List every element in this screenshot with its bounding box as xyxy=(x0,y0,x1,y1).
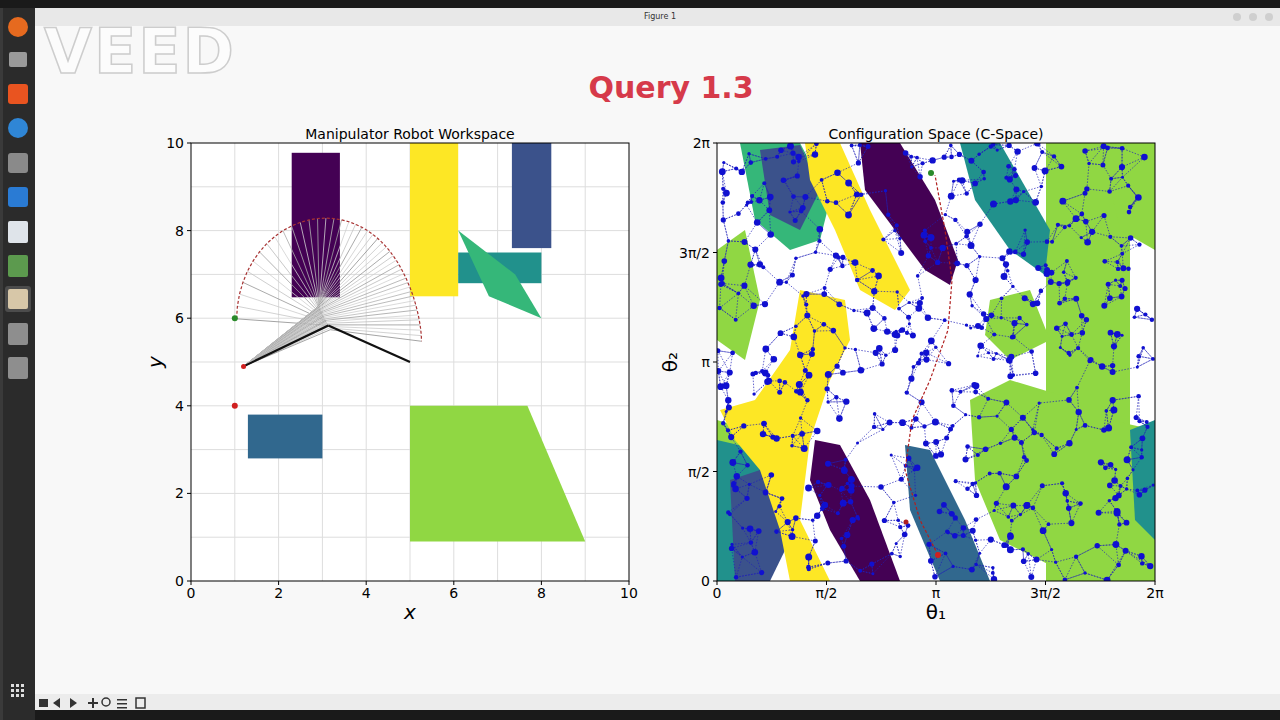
x-tick-label: 4 xyxy=(362,585,371,601)
y-tick-label: 4 xyxy=(175,398,184,414)
plot-title: Manipulator Robot Workspace xyxy=(305,126,515,142)
theta1-tick-label: π xyxy=(932,585,940,601)
y-tick-label: 2 xyxy=(175,485,184,501)
slide-title: Query 1.3 xyxy=(588,71,753,106)
theta1-tick-label: π/2 xyxy=(815,585,837,601)
x-tick-label: 2 xyxy=(274,585,283,601)
theta2-axis-label: θ₂ xyxy=(659,352,682,372)
theta2-tick-label: 3π/2 xyxy=(679,244,710,260)
theta2-tick-label: 0 xyxy=(701,573,710,589)
y-tick-label: 0 xyxy=(175,573,184,589)
window-title: Figure 1 xyxy=(644,12,676,21)
y-tick-label: 8 xyxy=(175,223,184,239)
x-tick-label: 10 xyxy=(620,585,638,601)
theta1-tick-label: 3π/2 xyxy=(1030,585,1061,601)
x-tick-label: 8 xyxy=(537,585,546,601)
theta1-tick-label: 0 xyxy=(713,585,722,601)
theta2-tick-label: 2π xyxy=(693,135,710,151)
theta2-tick-label: π xyxy=(702,354,710,370)
watermark: VEED xyxy=(44,16,236,87)
x-tick-label: 0 xyxy=(187,585,196,601)
x-axis-label: x xyxy=(404,601,416,624)
y-tick-label: 6 xyxy=(175,310,184,326)
theta1-axis-label: θ₁ xyxy=(926,601,946,624)
theta2-tick-label: π/2 xyxy=(688,463,710,479)
y-tick-label: 10 xyxy=(166,135,184,151)
x-tick-label: 6 xyxy=(449,585,458,601)
plot-title: Configuration Space (C-Space) xyxy=(829,126,1044,142)
theta1-tick-label: 2π xyxy=(1146,585,1163,601)
y-axis-label: y xyxy=(144,356,167,368)
